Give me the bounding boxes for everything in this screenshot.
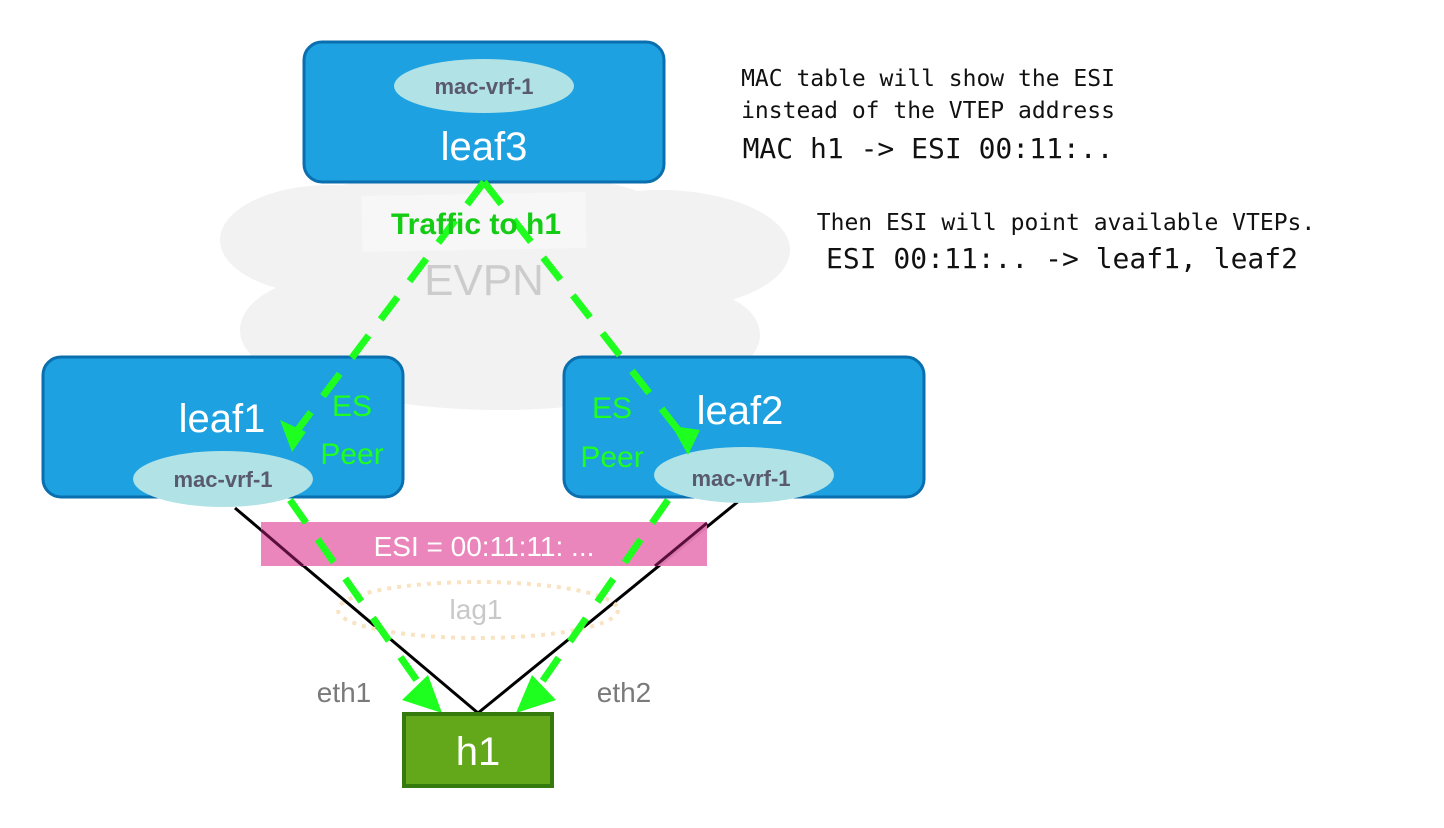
arrowhead-eth1-icon [402,675,442,713]
leaf3-label: leaf3 [441,125,528,169]
link-leaf2-h1-overlay [654,521,708,568]
traffic-path-leaf3-leaf1 [287,179,487,443]
arrowhead-leaf2-icon [672,426,700,455]
note-line-3: MAC h1 -> ESI 00:11:.. [743,132,1114,165]
node-leaf1[interactable]: leaf1 mac-vrf-1 ES Peer [41,355,405,507]
leaf2-es-label: ES [592,392,632,425]
note-line-5: ESI 00:11:.. -> leaf1, leaf2 [826,242,1298,275]
h1-label: h1 [456,730,501,774]
lag-label: lag1 [450,594,503,625]
leaf1-label: leaf1 [179,397,266,441]
leaf3-vrf-ellipse [394,59,574,113]
leaf1-vrf-ellipse [133,451,313,507]
notes: MAC table will show the ESI instead of t… [741,66,1315,275]
arrowhead-eth2-icon [516,675,556,713]
lag-ellipse [336,580,620,640]
eth1-label: eth1 [317,677,372,708]
link-leaf1-h1-overlay [260,528,304,568]
traffic-path-leaf1-h1 [287,497,435,705]
traffic-label: Traffic to h1 [391,208,561,241]
note-line-2: instead of the VTEP address [741,98,1115,124]
traffic-paths [287,179,693,705]
leaf3-vrf-label: mac-vrf-1 [434,74,533,99]
arrowhead-leaf1-icon [280,420,306,452]
leaf2-label: leaf2 [697,389,784,433]
node-leaf3[interactable]: mac-vrf-1 leaf3 [302,40,666,184]
note-line-1: MAC table will show the ESI [741,66,1115,92]
node-leaf2[interactable]: leaf2 mac-vrf-1 ES Peer [562,355,926,503]
node-h1[interactable]: h1 [402,712,554,788]
evpn-label: EVPN [424,256,544,305]
leaf2-peer-label: Peer [580,441,643,474]
leaf1-vrf-label: mac-vrf-1 [173,467,272,492]
eth2-label: eth2 [597,677,652,708]
leaf1-peer-label: Peer [320,438,383,471]
traffic-path-leaf3-leaf2 [481,179,693,448]
esi-banner-label: ESI = 00:11:11: ... [374,531,595,562]
leaf2-vrf-ellipse [654,447,834,503]
note-line-4: Then ESI will point available VTEPs. [817,210,1316,236]
traffic-path-leaf2-h1 [525,498,671,705]
leaf2-vrf-label: mac-vrf-1 [691,466,790,491]
leaf1-es-label: ES [332,390,372,423]
